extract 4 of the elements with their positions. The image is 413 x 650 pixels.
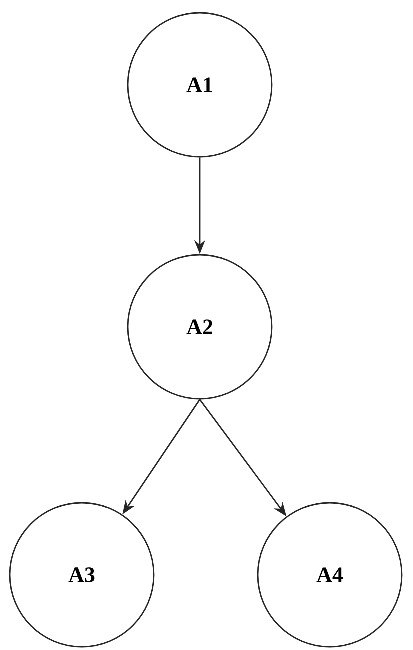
circle-node: A4: [257, 502, 403, 648]
circle-node: A3: [9, 502, 155, 648]
circle-node: A2: [127, 254, 273, 400]
circle-node: A1: [127, 12, 273, 158]
